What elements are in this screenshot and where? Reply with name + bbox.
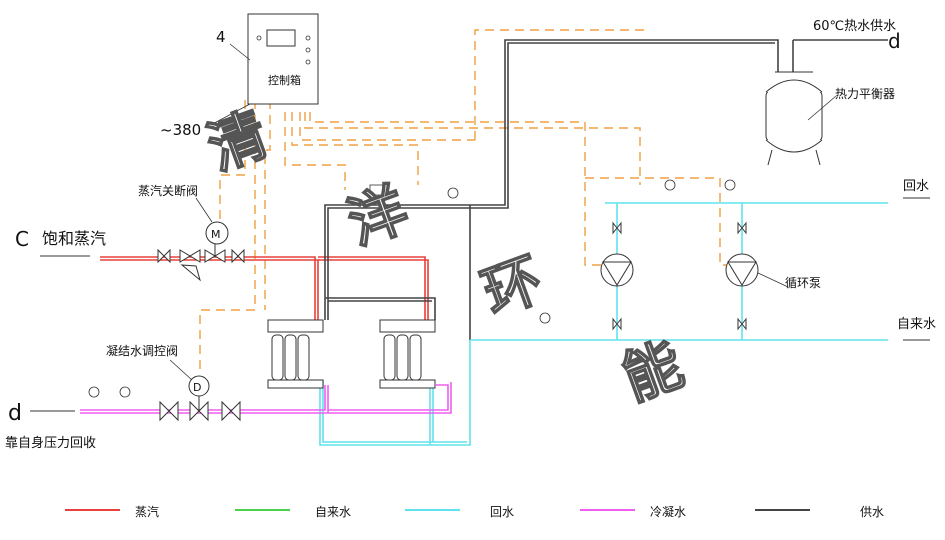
legend: 蒸汽 自来水 回水 冷凝水 供水 bbox=[65, 504, 884, 519]
heat-balancer-tank bbox=[765, 71, 823, 166]
legend-item-steam: 蒸汽 bbox=[65, 504, 159, 519]
legend-label: 回水 bbox=[490, 505, 514, 519]
steam-shutoff-valve bbox=[157, 221, 245, 282]
voltage-label: ~380 bbox=[160, 121, 201, 139]
condensate-valve-leader bbox=[169, 359, 193, 381]
heat-exchanger-1 bbox=[267, 319, 324, 389]
tag-number: 4 bbox=[216, 28, 226, 46]
legend-label: 自来水 bbox=[315, 505, 351, 519]
gauges bbox=[88, 179, 736, 398]
pump-leader bbox=[757, 272, 789, 288]
steam-inlet-symbol: C bbox=[15, 227, 29, 251]
pump-valves bbox=[612, 221, 747, 331]
heat-exchanger-2 bbox=[379, 319, 436, 389]
legend-item-condensate: 冷凝水 bbox=[580, 504, 686, 519]
steam-valve-leader bbox=[195, 197, 213, 223]
legend-label: 蒸汽 bbox=[135, 504, 159, 519]
self-pressure-recovery-label: 靠自身压力回收 bbox=[5, 435, 96, 451]
voltage-leader-line bbox=[204, 103, 251, 129]
watermark-char-2: 洋 bbox=[339, 175, 417, 259]
watermark-char-3: 环 bbox=[474, 245, 552, 329]
balancer-leader bbox=[807, 95, 837, 121]
legend-item-return-water: 回水 bbox=[405, 505, 514, 519]
watermark-char-4: 能 bbox=[614, 330, 692, 414]
condensate-control-valve bbox=[159, 375, 241, 422]
tag-leader-line bbox=[229, 43, 251, 61]
legend-label: 供水 bbox=[860, 505, 884, 519]
legend-item-tap-water: 自来水 bbox=[235, 505, 351, 519]
control-box-label: 控制箱 bbox=[268, 73, 301, 87]
steam-pipes bbox=[100, 256, 429, 322]
circulation-pump-2 bbox=[725, 253, 759, 287]
tap-water-label: 自来水 bbox=[897, 317, 936, 332]
return-water-label: 回水 bbox=[903, 179, 929, 194]
supply-pipes bbox=[324, 39, 888, 340]
motor-symbol: M bbox=[211, 228, 221, 241]
control-box: 4 控制箱 bbox=[216, 13, 319, 105]
condensate-valve-label: 凝结水调控阀 bbox=[106, 343, 178, 358]
heat-balancer-label: 热力平衡器 bbox=[835, 87, 895, 101]
legend-label: 冷凝水 bbox=[650, 504, 686, 519]
d-symbol: D bbox=[193, 381, 201, 394]
control-signal-lines bbox=[199, 29, 735, 370]
condensate-outlet-symbol: d bbox=[8, 401, 22, 426]
circulation-pump-1 bbox=[600, 253, 634, 287]
circulation-pump-label: 循环泵 bbox=[785, 276, 821, 290]
legend-item-supply: 供水 bbox=[755, 505, 884, 519]
saturated-steam-label: 饱和蒸汽 bbox=[42, 229, 106, 248]
hot-water-supply-label: 60℃热水供水 bbox=[813, 19, 896, 34]
steam-shutoff-valve-label: 蒸汽关断阀 bbox=[138, 183, 198, 198]
hot-water-outlet-symbol: d bbox=[888, 29, 901, 53]
